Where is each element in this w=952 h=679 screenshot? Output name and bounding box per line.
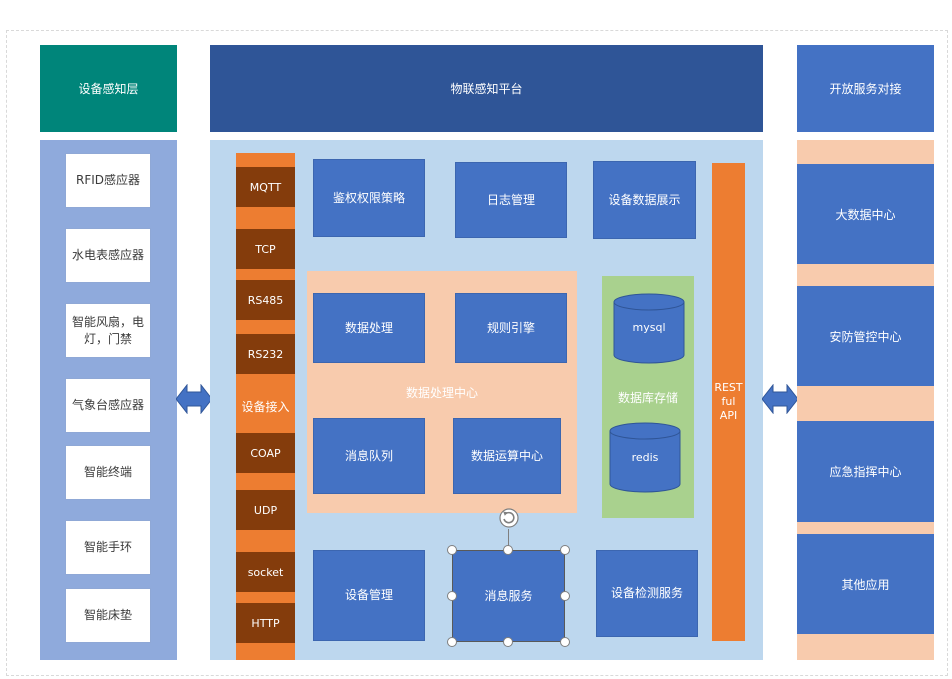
diagram-frame [6,30,948,676]
device-access-label: 设备接入 [241,399,290,414]
log-management-box: 日志管理 [455,162,567,238]
device-bracelet: 智能手环 [65,520,151,575]
device-rfid: RFID感应器 [65,153,151,208]
restful-api-line-3: API [719,409,738,422]
protocol-tcp: TCP [236,229,295,269]
service-emergency-command: 应急指挥中心 [797,421,934,522]
protocol-rs232: RS232 [236,334,295,374]
resize-handle-bottom-right[interactable] [560,637,570,647]
device-weather: 气象台感应器 [65,378,151,433]
device-water-meter: 水电表感应器 [65,228,151,283]
resize-handle-right[interactable] [560,591,570,601]
auth-policy-box: 鉴权权限策略 [313,159,425,237]
service-security-control: 安防管控中心 [797,286,934,386]
device-data-display-box: 设备数据展示 [593,161,696,239]
resize-handle-top[interactable] [503,545,513,555]
resize-handle-top-right[interactable] [560,545,570,555]
device-mattress: 智能床垫 [65,588,151,643]
protocol-socket: socket [236,552,295,592]
restful-api-line-1: REST [714,381,743,394]
restful-api-line-2: ful [721,395,736,408]
protocol-rs485: RS485 [236,280,295,320]
handle-connector [508,529,509,546]
protocol-coap: COAP [236,433,295,473]
device-terminal: 智能终端 [65,445,151,500]
restful-api-column: REST ful API [712,163,745,641]
device-detection-service-box: 设备检测服务 [596,550,698,637]
data-processing-center-label: 数据处理中心 [405,385,478,400]
service-other-apps: 其他应用 [797,534,934,634]
resize-handle-top-left[interactable] [447,545,457,555]
mysql-label: mysql [632,320,666,334]
device-smart-appliances: 智能风扇，电灯，门禁 [65,303,151,358]
resize-handle-left[interactable] [447,591,457,601]
device-management-box: 设备管理 [313,550,425,641]
message-service-box[interactable]: 消息服务 [452,550,565,642]
rule-engine-box: 规则引擎 [455,293,567,363]
iot-platform-header: 物联感知平台 [210,45,763,132]
data-processing-box: 数据处理 [313,293,425,363]
mysql-cylinder-icon [613,293,685,364]
resize-handle-bottom[interactable] [503,637,513,647]
resize-handle-bottom-left[interactable] [447,637,457,647]
data-compute-center-box: 数据运算中心 [453,418,561,494]
left-double-arrow-icon [176,384,212,414]
protocol-mqtt: MQTT [236,167,295,207]
protocol-udp: UDP [236,490,295,530]
rotate-handle-icon[interactable] [497,506,521,530]
protocol-http: HTTP [236,603,295,643]
redis-cylinder-icon [609,422,681,493]
service-big-data: 大数据中心 [797,164,934,264]
redis-label: redis [631,450,659,464]
right-double-arrow-icon [762,384,798,414]
message-queue-box: 消息队列 [313,418,425,494]
device-layer-header: 设备感知层 [40,45,177,132]
database-storage-label: 数据库存储 [617,390,678,405]
open-services-header: 开放服务对接 [797,45,934,132]
